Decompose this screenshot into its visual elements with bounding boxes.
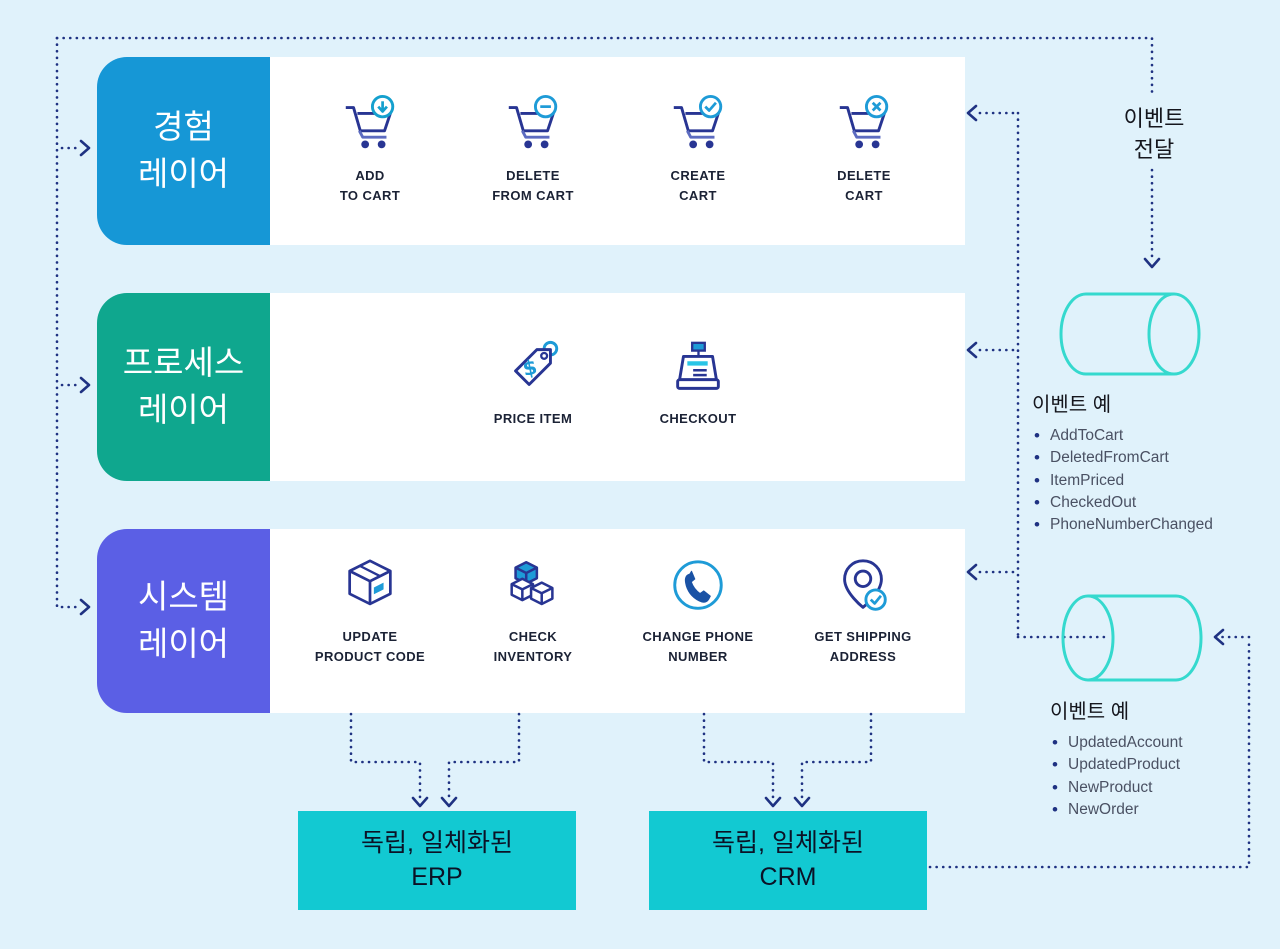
process-layer-panel xyxy=(270,293,965,481)
event-examples-list: AddToCart DeletedFromCart ItemPriced Che… xyxy=(1032,425,1262,537)
icon-caption: UPDATE PRODUCT CODE xyxy=(314,629,426,664)
capability-update-product-code: UPDATE PRODUCT CODE xyxy=(304,556,436,666)
system-layer-panel xyxy=(270,529,965,713)
package-box-icon xyxy=(348,559,392,606)
process-layer-label: 프로세스 레이어 xyxy=(122,344,245,428)
event-item: DeletedFromCart xyxy=(1032,447,1262,470)
icon-caption: CHECK INVENTORY xyxy=(493,629,573,664)
price-tag-icon: $ xyxy=(514,340,559,386)
event-item: ItemPriced xyxy=(1032,470,1262,493)
event-item: PhoneNumberChanged xyxy=(1032,514,1262,537)
capability-add-to-cart: ADD TO CART xyxy=(304,95,436,205)
event-delivery-label: 이벤트 전달 xyxy=(1123,106,1185,162)
event-examples-bottom: 이벤트 예 UpdatedAccount UpdatedProduct NewP… xyxy=(1050,695,1270,821)
icon-caption: CHANGE PHONE NUMBER xyxy=(642,629,754,664)
capability-price-item: $ PRICE ITEM xyxy=(467,338,599,429)
event-item: UpdatedProduct xyxy=(1050,754,1270,777)
event-examples-title: 이벤트 예 xyxy=(1032,394,1112,416)
event-examples-top: 이벤트 예 AddToCart DeletedFromCart ItemPric… xyxy=(1032,388,1262,537)
experience-layer-tab: 경험 레이어 xyxy=(97,57,270,245)
capability-create-cart: CREATE CART xyxy=(632,95,764,205)
system-layer-label: 시스템 레이어 xyxy=(137,578,230,662)
inventory-cubes-icon xyxy=(510,561,554,606)
icon-caption: ADD TO CART xyxy=(339,168,401,203)
event-examples-title: 이벤트 예 xyxy=(1050,701,1130,723)
capability-delete-from-cart: DELETE FROM CART xyxy=(467,95,599,205)
icon-caption: CHECKOUT xyxy=(659,411,737,426)
phone-circle-icon xyxy=(673,560,723,610)
cart-x-icon xyxy=(839,95,889,149)
capability-change-phone-number: CHANGE PHONE NUMBER xyxy=(632,556,764,666)
icon-caption: DELETE FROM CART xyxy=(492,168,574,203)
crm-box-label: 독립, 일체화된 CRM xyxy=(712,828,864,891)
event-examples-list: UpdatedAccount UpdatedProduct NewProduct… xyxy=(1050,732,1270,821)
icon-caption: CREATE CART xyxy=(670,168,726,203)
capability-get-shipping-address: GET SHIPPING ADDRESS xyxy=(797,556,929,666)
location-pin-check-icon xyxy=(843,559,887,611)
cash-register-icon xyxy=(676,341,720,390)
svg-text:$: $ xyxy=(520,355,539,381)
capability-checkout: CHECKOUT xyxy=(632,338,764,429)
event-item: NewOrder xyxy=(1050,799,1270,822)
crm-box: 독립, 일체화된 CRM xyxy=(649,811,927,910)
cart-check-icon xyxy=(673,95,723,149)
capability-delete-cart: DELETE CART xyxy=(798,95,930,205)
icon-caption: DELETE CART xyxy=(837,168,891,203)
erp-box-label: 독립, 일체화된 ERP xyxy=(361,828,513,891)
process-layer-tab: 프로세스 레이어 xyxy=(97,293,270,481)
event-item: UpdatedAccount xyxy=(1050,732,1270,755)
event-cylinder-top xyxy=(1059,292,1201,376)
event-item: AddToCart xyxy=(1032,425,1262,448)
cart-minus-icon xyxy=(508,95,558,149)
icon-caption: GET SHIPPING ADDRESS xyxy=(814,629,912,664)
event-cylinder-bottom xyxy=(1061,594,1203,682)
system-layer-tab: 시스템 레이어 xyxy=(97,529,270,713)
icon-caption: PRICE ITEM xyxy=(493,411,573,426)
experience-layer-label: 경험 레이어 xyxy=(137,108,230,192)
capability-check-inventory: CHECK INVENTORY xyxy=(467,556,599,666)
event-item: CheckedOut xyxy=(1032,492,1262,515)
erp-box: 독립, 일체화된 ERP xyxy=(298,811,576,910)
cart-add-icon xyxy=(345,95,395,149)
event-item: NewProduct xyxy=(1050,777,1270,800)
